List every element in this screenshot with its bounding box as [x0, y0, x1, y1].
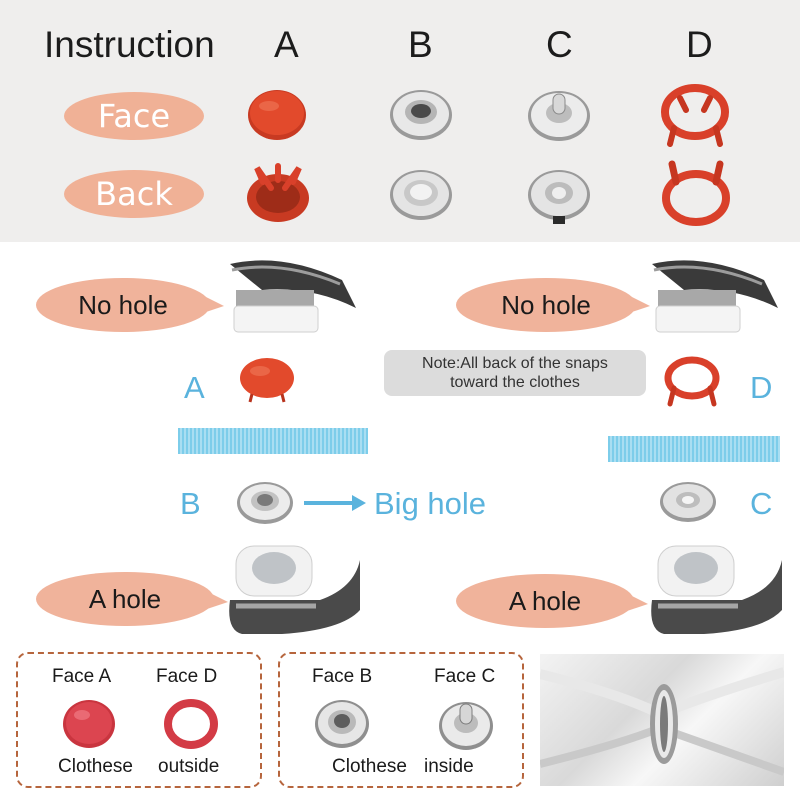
- label-d: D: [750, 370, 773, 405]
- bubble-tail-bottom-left: [204, 590, 228, 610]
- label-c: C: [750, 486, 773, 521]
- note-line-1: Note:All back of the snaps: [422, 355, 608, 372]
- face-a-snap-icon: [63, 700, 115, 748]
- snap-a-red-cap-icon: [240, 358, 294, 403]
- snap-b-ring-icon: [237, 482, 293, 524]
- face-b-label: Face B: [312, 666, 373, 687]
- face-b-snap-icon: [315, 700, 369, 748]
- snap-c-face-icon: [528, 91, 590, 141]
- label-b: B: [180, 486, 201, 521]
- column-header-a: A: [274, 24, 299, 65]
- fabric-strip-right: [608, 436, 780, 462]
- a-hole-bubble-right: A hole: [456, 574, 634, 628]
- press-tool-top-right-icon: [652, 260, 778, 333]
- outside-label: outside: [158, 756, 220, 777]
- press-tool-top-left-icon: [230, 260, 356, 333]
- face-c-label: Face C: [434, 666, 496, 687]
- snap-d-face-icon: [661, 84, 729, 147]
- a-hole-bubble-left: A hole: [36, 572, 214, 626]
- snap-d-back-icon: [662, 160, 730, 226]
- no-hole-bubble-left: No hole: [36, 278, 210, 332]
- note-line-2: toward the clothes: [450, 374, 580, 391]
- column-header-d: D: [686, 24, 713, 65]
- bubble-tail-bottom-right: [624, 592, 648, 612]
- clothese-label-inside: Clothese: [332, 756, 407, 777]
- outside-face-box: Face A Face D Clothese outside: [16, 652, 262, 788]
- no-hole-bubble-right: No hole: [456, 278, 636, 332]
- snap-a-face-icon: [248, 90, 306, 140]
- face-d-label: Face D: [156, 666, 218, 687]
- inside-label: inside: [424, 756, 474, 777]
- big-hole-label: Big hole: [374, 486, 487, 521]
- face-a-label: Face A: [52, 666, 112, 687]
- snap-d-ring-icon: [664, 356, 720, 407]
- face-d-ring-icon: [164, 699, 218, 749]
- press-tool-bottom-right-icon: [651, 545, 782, 634]
- fabric-strip-left: [178, 428, 368, 454]
- face-c-snap-icon: [439, 702, 493, 750]
- label-a: A: [184, 370, 205, 405]
- snap-a-back-icon: [247, 163, 309, 222]
- arrow-right-icon: [304, 495, 366, 511]
- bubble-tail-left: [200, 294, 224, 314]
- press-tool-bottom-left-icon: [229, 545, 360, 634]
- column-header-c: C: [546, 24, 573, 65]
- snap-b-face-icon: [390, 90, 452, 140]
- snap-c-socket-icon: [660, 482, 716, 522]
- instruction-title: Instruction: [44, 24, 215, 65]
- fabric-snap-photo: [540, 654, 784, 786]
- bubble-tail-right: [626, 294, 650, 314]
- clothese-label-outside: Clothese: [58, 756, 133, 777]
- inside-face-box: Face B Face C Clothese inside: [278, 652, 524, 788]
- snap-on-fabric-icon: [540, 667, 784, 776]
- snap-b-back-icon: [390, 170, 452, 220]
- face-row-label: Face: [64, 92, 204, 140]
- note-box: Note:All back of the snaps toward the cl…: [384, 350, 646, 396]
- column-header-b: B: [408, 24, 433, 65]
- back-row-label: Back: [64, 170, 204, 218]
- snap-c-back-icon: [528, 170, 590, 224]
